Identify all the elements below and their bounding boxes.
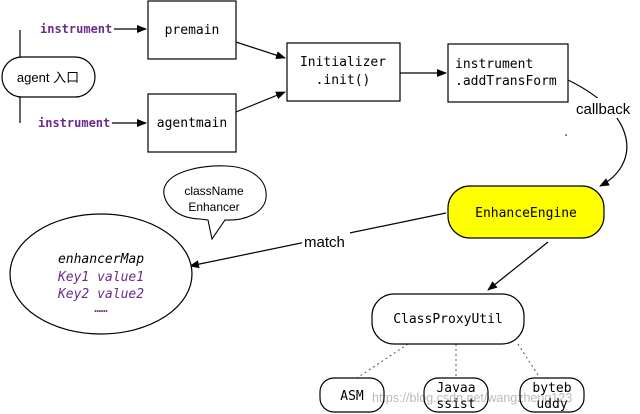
initializer-label-line1: Initializer bbox=[300, 55, 386, 70]
javassist-label-line1: Javaa bbox=[436, 381, 475, 396]
match-label-bg bbox=[302, 232, 350, 250]
stray-dot bbox=[565, 134, 567, 136]
premain-node bbox=[147, 0, 237, 60]
class-proxy-util-node bbox=[371, 293, 525, 345]
edge-callback bbox=[567, 79, 628, 187]
class-proxy-util-label: ClassProxyUtil bbox=[393, 312, 503, 327]
initializer-label-line2: .init() bbox=[316, 73, 371, 88]
javassist-label-line2: ssist bbox=[436, 397, 475, 412]
enhancer-map-title: enhancerMap bbox=[58, 252, 144, 267]
callback-label-bg bbox=[572, 98, 636, 118]
enhance-engine-label: EnhanceEngine bbox=[475, 206, 577, 221]
callback-label: callback bbox=[576, 101, 631, 118]
edge-premain-initializer bbox=[235, 41, 286, 60]
enhancer-map-node bbox=[9, 213, 193, 335]
addtransform-label-line1: instrument bbox=[455, 57, 533, 72]
bytebuddy-label-line1: byteb bbox=[532, 381, 571, 396]
agentmain-node bbox=[147, 93, 237, 153]
enhance-engine-node bbox=[447, 185, 605, 239]
agentmain-label: agentmain bbox=[157, 116, 227, 131]
instrument-label-top: instrument bbox=[40, 22, 112, 36]
speech-bubble-line2: Enhancer bbox=[188, 200, 239, 214]
bytebuddy-label-line2: uddy bbox=[536, 397, 567, 412]
agent-entry-node bbox=[1, 56, 96, 98]
asm-node bbox=[319, 377, 385, 413]
enhancer-map-ellipsis: …… bbox=[94, 302, 108, 315]
bytebuddy-node bbox=[519, 377, 585, 413]
edge-agentmain-initializer bbox=[235, 91, 286, 113]
edge-engine-proxyutil bbox=[487, 241, 549, 291]
asm-label: ASM bbox=[340, 389, 364, 404]
match-label: match bbox=[304, 234, 345, 251]
watermark: https://blog.csdn.net/wangzheng123 bbox=[372, 391, 572, 405]
speech-bubble-line1: className bbox=[184, 184, 244, 198]
agent-entry-label: agent 入口 bbox=[17, 70, 79, 85]
enhancer-map-entry1: Key1 value1 bbox=[57, 270, 144, 285]
initializer-node bbox=[286, 42, 401, 102]
javassist-node bbox=[423, 377, 489, 413]
addtransform-node bbox=[447, 43, 569, 103]
edge-proxyutil-bytebuddy bbox=[517, 343, 541, 379]
premain-label: premain bbox=[165, 23, 220, 38]
instrument-label-bottom: instrument bbox=[38, 116, 110, 130]
speech-bubble bbox=[163, 165, 267, 241]
edge-proxyutil-asm bbox=[356, 343, 409, 379]
enhancer-map-entry2: Key2 value2 bbox=[57, 287, 144, 302]
addtransform-label-line2: .addTransForm bbox=[455, 74, 557, 89]
